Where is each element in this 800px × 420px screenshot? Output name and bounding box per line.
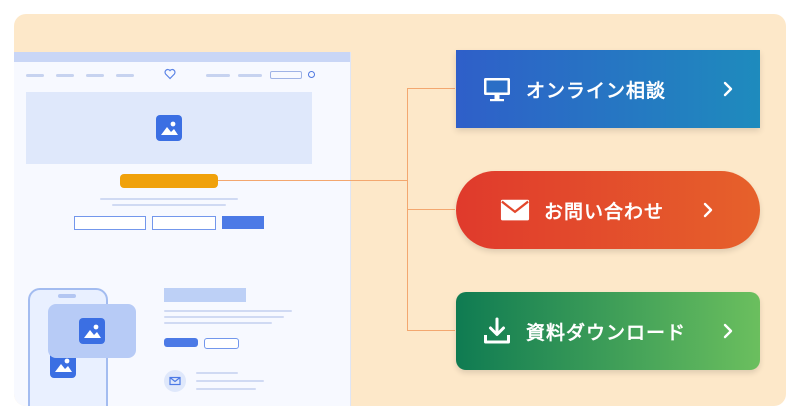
connector-line <box>218 180 408 181</box>
nav-item <box>26 74 44 77</box>
text-line <box>164 310 292 312</box>
image-icon <box>79 318 105 344</box>
phone-notch <box>58 294 76 298</box>
text-line <box>164 316 284 318</box>
outline-button-placeholder <box>204 338 239 349</box>
text-line <box>196 372 238 374</box>
monitor-icon <box>482 74 512 104</box>
website-wireframe <box>14 52 351 406</box>
nav-item <box>116 74 134 77</box>
online-consultation-button[interactable]: オンライン相談 <box>456 50 760 128</box>
nav-item <box>56 74 74 77</box>
text-line <box>196 380 264 382</box>
outline-button-placeholder <box>74 216 146 230</box>
text-line <box>112 204 226 206</box>
online-consultation-label: オンライン相談 <box>526 79 667 102</box>
outline-button-placeholder <box>152 216 216 230</box>
text-line <box>100 198 238 200</box>
text-line <box>164 322 272 324</box>
highlighted-cta-placeholder <box>120 174 218 188</box>
connector-line <box>407 330 455 331</box>
connector-line <box>407 209 455 210</box>
connector-line <box>407 88 455 89</box>
contact-button[interactable]: お問い合わせ <box>456 171 760 249</box>
mail-icon <box>500 195 530 225</box>
floating-image-card <box>48 304 136 358</box>
nav-item <box>206 74 230 77</box>
solid-button-placeholder <box>164 338 198 347</box>
nav-item <box>238 74 262 77</box>
heart-logo-icon <box>164 68 176 80</box>
solid-button-placeholder <box>222 216 264 229</box>
chevron-right-icon <box>722 323 736 339</box>
text-line <box>196 388 256 390</box>
image-icon <box>156 115 182 141</box>
document-download-button[interactable]: 資料ダウンロード <box>456 292 760 370</box>
document-download-label: 資料ダウンロード <box>526 321 687 344</box>
contact-label: お問い合わせ <box>544 200 665 223</box>
nav-item <box>86 74 104 77</box>
download-icon <box>482 316 512 346</box>
chevron-right-icon <box>722 81 736 97</box>
settings-icon <box>308 71 315 78</box>
mail-icon <box>164 370 186 392</box>
search-box <box>270 71 302 79</box>
chevron-right-icon <box>702 202 716 218</box>
browser-top-bar <box>14 52 350 62</box>
illustration-panel: オンライン相談 お問い合わせ 資料ダウンロード <box>14 14 786 406</box>
hero-image-placeholder <box>26 92 312 164</box>
section-title-placeholder <box>164 288 246 302</box>
